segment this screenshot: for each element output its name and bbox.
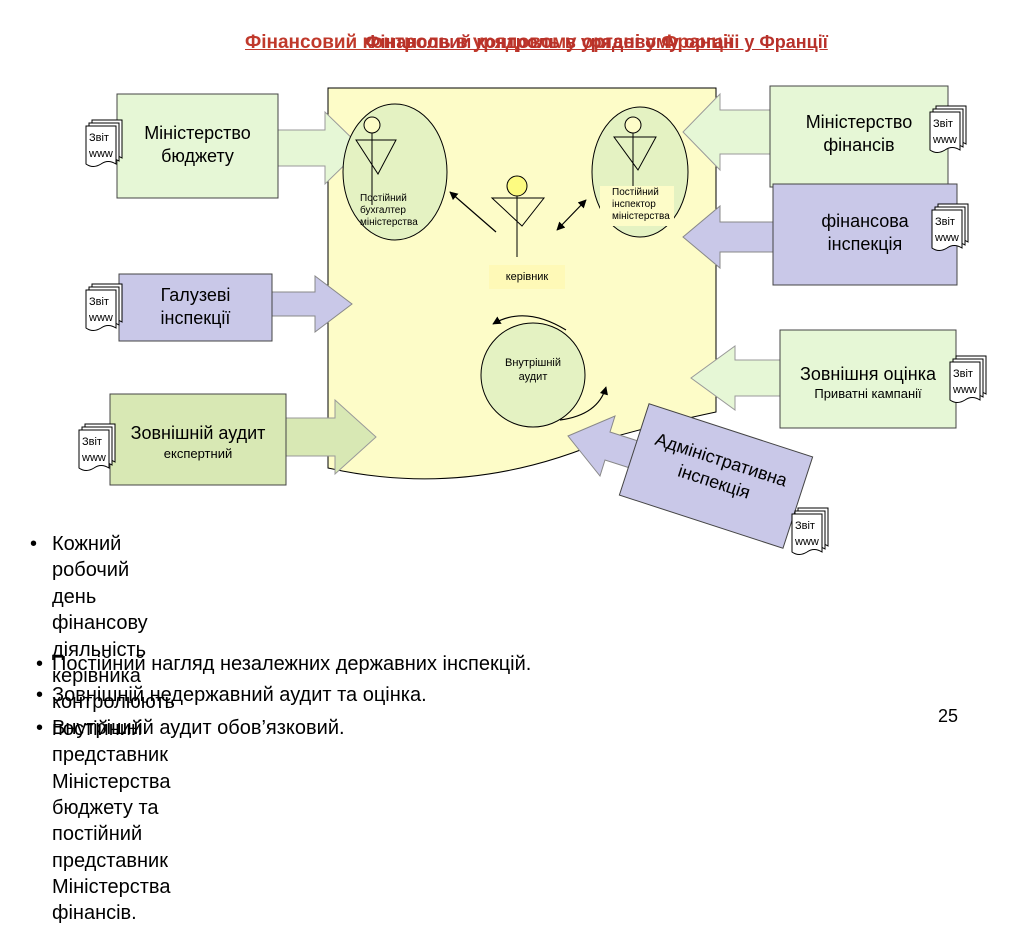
report-sublabel: www xyxy=(795,536,819,548)
box-ministry-finance xyxy=(769,85,949,188)
report-label: Звіт xyxy=(935,216,955,228)
diagram-canvas xyxy=(78,85,987,555)
report-sublabel: www xyxy=(82,452,106,464)
slide-title-layer-b: Фінансовий контроль в урядовому органі у… xyxy=(365,32,828,52)
box-finance-inspection xyxy=(772,183,958,286)
report-document-icon xyxy=(949,355,987,403)
report-sublabel: www xyxy=(933,134,957,146)
arrow-external-assessment xyxy=(690,345,786,411)
arrow-finance-inspection xyxy=(682,204,779,270)
arrow-branch-inspections xyxy=(264,274,353,334)
figure-accountant-icon xyxy=(355,116,397,205)
label-ministry-finance: Міністерство фінансів xyxy=(805,112,913,155)
box-ministry-budget xyxy=(116,93,279,199)
label-external-assessment-sub: Приватні кампанії xyxy=(814,386,922,401)
report-document-icon xyxy=(931,203,969,251)
label-external-assessment: Зовнішня оцінка xyxy=(799,364,937,384)
arc-arrow-top xyxy=(492,315,567,331)
arrow-manager-inspector xyxy=(556,199,587,231)
report-document-icon xyxy=(929,105,967,153)
report-document-icon xyxy=(791,507,829,555)
bullet-4-text: Внутрішній аудит обов’язковий. xyxy=(52,717,345,739)
label-finance-inspection: фінансова інспекція xyxy=(821,211,909,254)
report-label: Звіт xyxy=(953,368,973,380)
report-document-icon xyxy=(85,119,123,167)
report-label: Звіт xyxy=(89,296,109,308)
bullet-2-text: Постійний нагляд незалежних державних ін… xyxy=(52,653,532,675)
report-label: Звіт xyxy=(89,132,109,144)
report-sublabel: www xyxy=(89,312,113,324)
label-branch-inspections: Галузеві інспекції xyxy=(160,285,231,328)
arrow-manager-to-accountant xyxy=(449,191,497,233)
label-internal-audit: Внутрішній аудит xyxy=(505,357,561,383)
box-external-assessment xyxy=(779,329,957,429)
report-document-icon xyxy=(85,283,123,331)
arrow-ministry-finance xyxy=(682,92,776,172)
label-external-audit: Зовнішній аудит xyxy=(130,423,266,443)
label-external-audit-sub: експертний xyxy=(163,446,233,461)
figure-manager-icon xyxy=(490,175,546,257)
label-permanent-inspector: Постійний інспектор міністерства xyxy=(600,186,674,226)
box-branch-inspections xyxy=(118,273,273,342)
report-label: Звіт xyxy=(82,436,102,448)
label-permanent-accountant: Постійний бухгалтер міністерства xyxy=(360,193,418,228)
report-document-icon xyxy=(78,423,116,471)
oval-permanent-accountant xyxy=(342,103,448,241)
report-label: Звіт xyxy=(933,118,953,130)
arc-arrow-bottom xyxy=(559,386,608,421)
bullet-list: • Кожний робочий день фінансову діяльніс… xyxy=(30,531,690,924)
slide-title-layer-a: Фінансовий контроль в урядовому органі у… xyxy=(245,32,734,53)
report-sublabel: www xyxy=(953,384,977,396)
arrow-external-audit xyxy=(279,398,377,476)
box-administrative-inspection xyxy=(618,403,814,549)
page-number: 25 xyxy=(938,706,959,726)
report-sublabel: www xyxy=(89,148,113,160)
report-label: Звіт xyxy=(795,520,815,532)
label-ministry-budget: Міністерство бюджету xyxy=(144,123,251,166)
circle-internal-audit xyxy=(480,322,586,428)
label-manager: керівник xyxy=(489,265,565,289)
report-sublabel: www xyxy=(935,232,959,244)
bullet-3-text: Зовнішній недержавний аудит та оцінка. xyxy=(52,684,427,706)
